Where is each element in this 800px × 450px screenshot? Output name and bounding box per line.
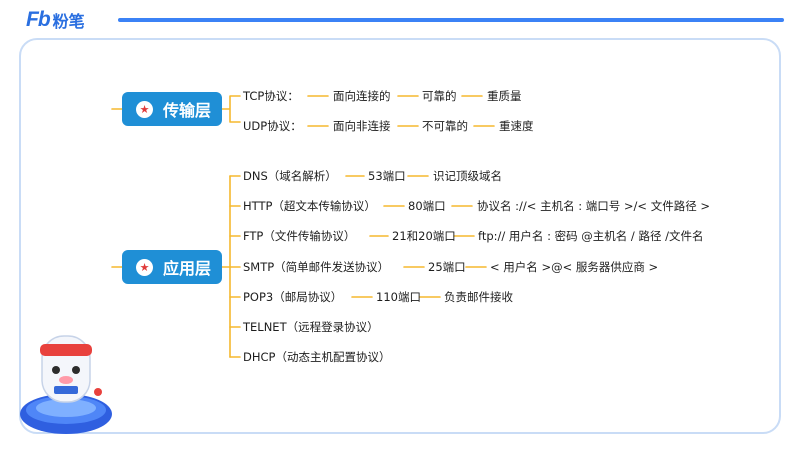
pop3-port: 110端口 <box>376 290 421 304</box>
udp-item: 不可靠的 <box>422 119 468 133</box>
content-frame <box>19 38 781 434</box>
pop3-label: POP3（邮局协议） <box>243 290 343 304</box>
brand-name: 粉笔 <box>52 12 85 31</box>
node-label: 应用层 <box>163 259 212 278</box>
smtp-port: 25端口 <box>428 260 466 274</box>
node-application-layer: ★ 应用层 <box>122 250 222 284</box>
http-label: HTTP（超文本传输协议） <box>243 199 376 213</box>
http-format: 协议名 ://< 主机名 : 端口号 >/< 文件路径 > <box>477 199 711 213</box>
tcp-label: TCP协议： <box>243 89 299 103</box>
tcp-item: 重质量 <box>487 89 522 103</box>
udp-item: 重速度 <box>499 119 534 133</box>
ftp-port: 21和20端口 <box>392 229 456 243</box>
header-bar <box>118 18 784 22</box>
dns-port: 53端口 <box>368 169 406 183</box>
dhcp-label: DHCP（动态主机配置协议） <box>243 350 391 364</box>
udp-label: UDP协议： <box>243 119 302 133</box>
dns-label: DNS（域名解析） <box>243 169 337 183</box>
mascot-illustration <box>20 335 112 434</box>
tcp-item: 可靠的 <box>422 89 457 103</box>
brand-mark: Fb <box>26 8 51 31</box>
node-label: 传输层 <box>163 101 212 120</box>
brand-logo: Fb 粉笔 <box>26 8 85 32</box>
telnet-label: TELNET（远程登录协议） <box>243 320 379 334</box>
smtp-label: SMTP（简单邮件发送协议） <box>243 260 390 274</box>
dns-note: 识记顶级域名 <box>433 169 502 183</box>
smtp-format: < 用户名 >@< 服务器供应商 > <box>490 260 659 274</box>
star-icon: ★ <box>136 258 153 276</box>
pop3-note: 负责邮件接收 <box>444 290 513 304</box>
node-transport-layer: ★ 传输层 <box>122 92 222 126</box>
http-port: 80端口 <box>408 199 446 213</box>
tcp-item: 面向连接的 <box>333 89 391 103</box>
star-icon: ★ <box>136 100 153 118</box>
udp-item: 面向非连接 <box>333 119 391 133</box>
ftp-format: ftp:// 用户名 : 密码 @主机名 / 路径 /文件名 <box>478 229 704 243</box>
ftp-label: FTP（文件传输协议） <box>243 229 356 243</box>
